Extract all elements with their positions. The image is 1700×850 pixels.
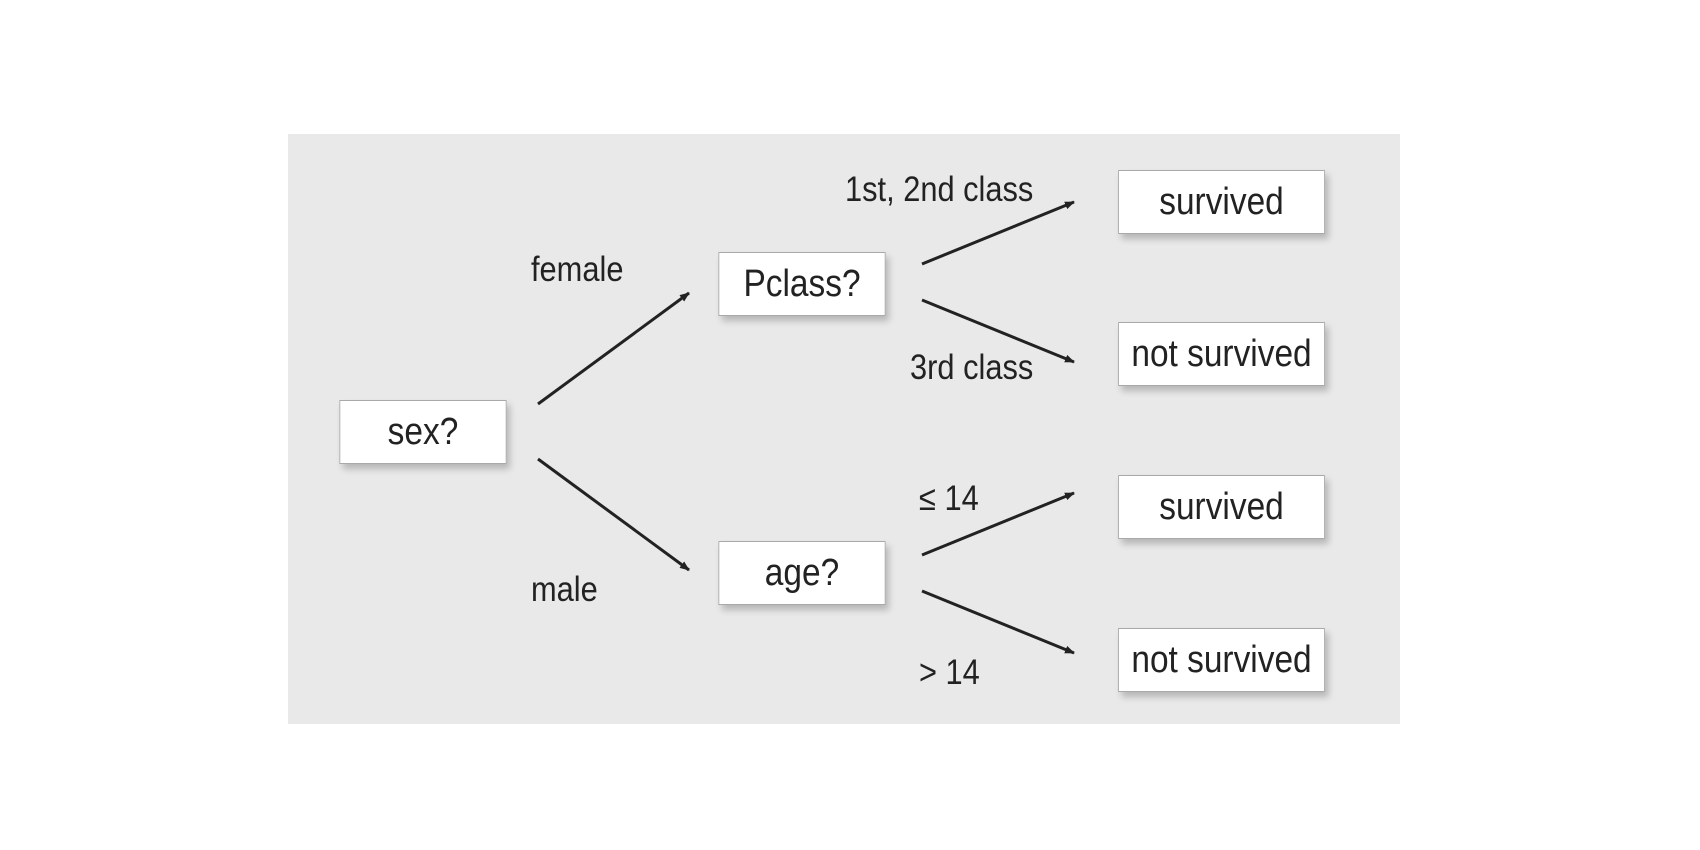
node-pclass: Pclass? [718, 252, 886, 316]
edge-age-to-not-survived [921, 589, 1075, 655]
leaf-not-survived-male-label: not survived [1131, 638, 1312, 681]
edge-age-to-survived [921, 491, 1075, 557]
leaf-not-survived-female-label: not survived [1131, 332, 1312, 375]
edge-pclass-to-survived [921, 200, 1075, 266]
edge-label-male: male [531, 570, 598, 609]
node-age-label: age? [764, 551, 840, 594]
leaf-not-survived-male: not survived [1118, 628, 1325, 692]
node-pclass-label: Pclass? [743, 262, 861, 305]
leaf-survived-male: survived [1118, 475, 1325, 539]
edge-sex-to-pclass [537, 291, 690, 406]
node-sex: sex? [339, 400, 507, 464]
edge-label-class-3: 3rd class [910, 348, 1034, 387]
node-sex-label: sex? [387, 410, 459, 453]
edge-label-female: female [531, 250, 624, 289]
leaf-survived-male-label: survived [1159, 485, 1284, 528]
edge-label-class-1-2: 1st, 2nd class [845, 170, 1034, 209]
edge-sex-to-age [537, 457, 690, 572]
leaf-survived-female-label: survived [1159, 180, 1284, 223]
edge-label-age-gt-14: > 14 [919, 653, 980, 692]
edge-pclass-to-not-survived [921, 298, 1075, 364]
edge-label-age-le-14: ≤ 14 [919, 479, 979, 518]
node-age: age? [718, 541, 886, 605]
leaf-not-survived-female: not survived [1118, 322, 1325, 386]
leaf-survived-female: survived [1118, 170, 1325, 234]
